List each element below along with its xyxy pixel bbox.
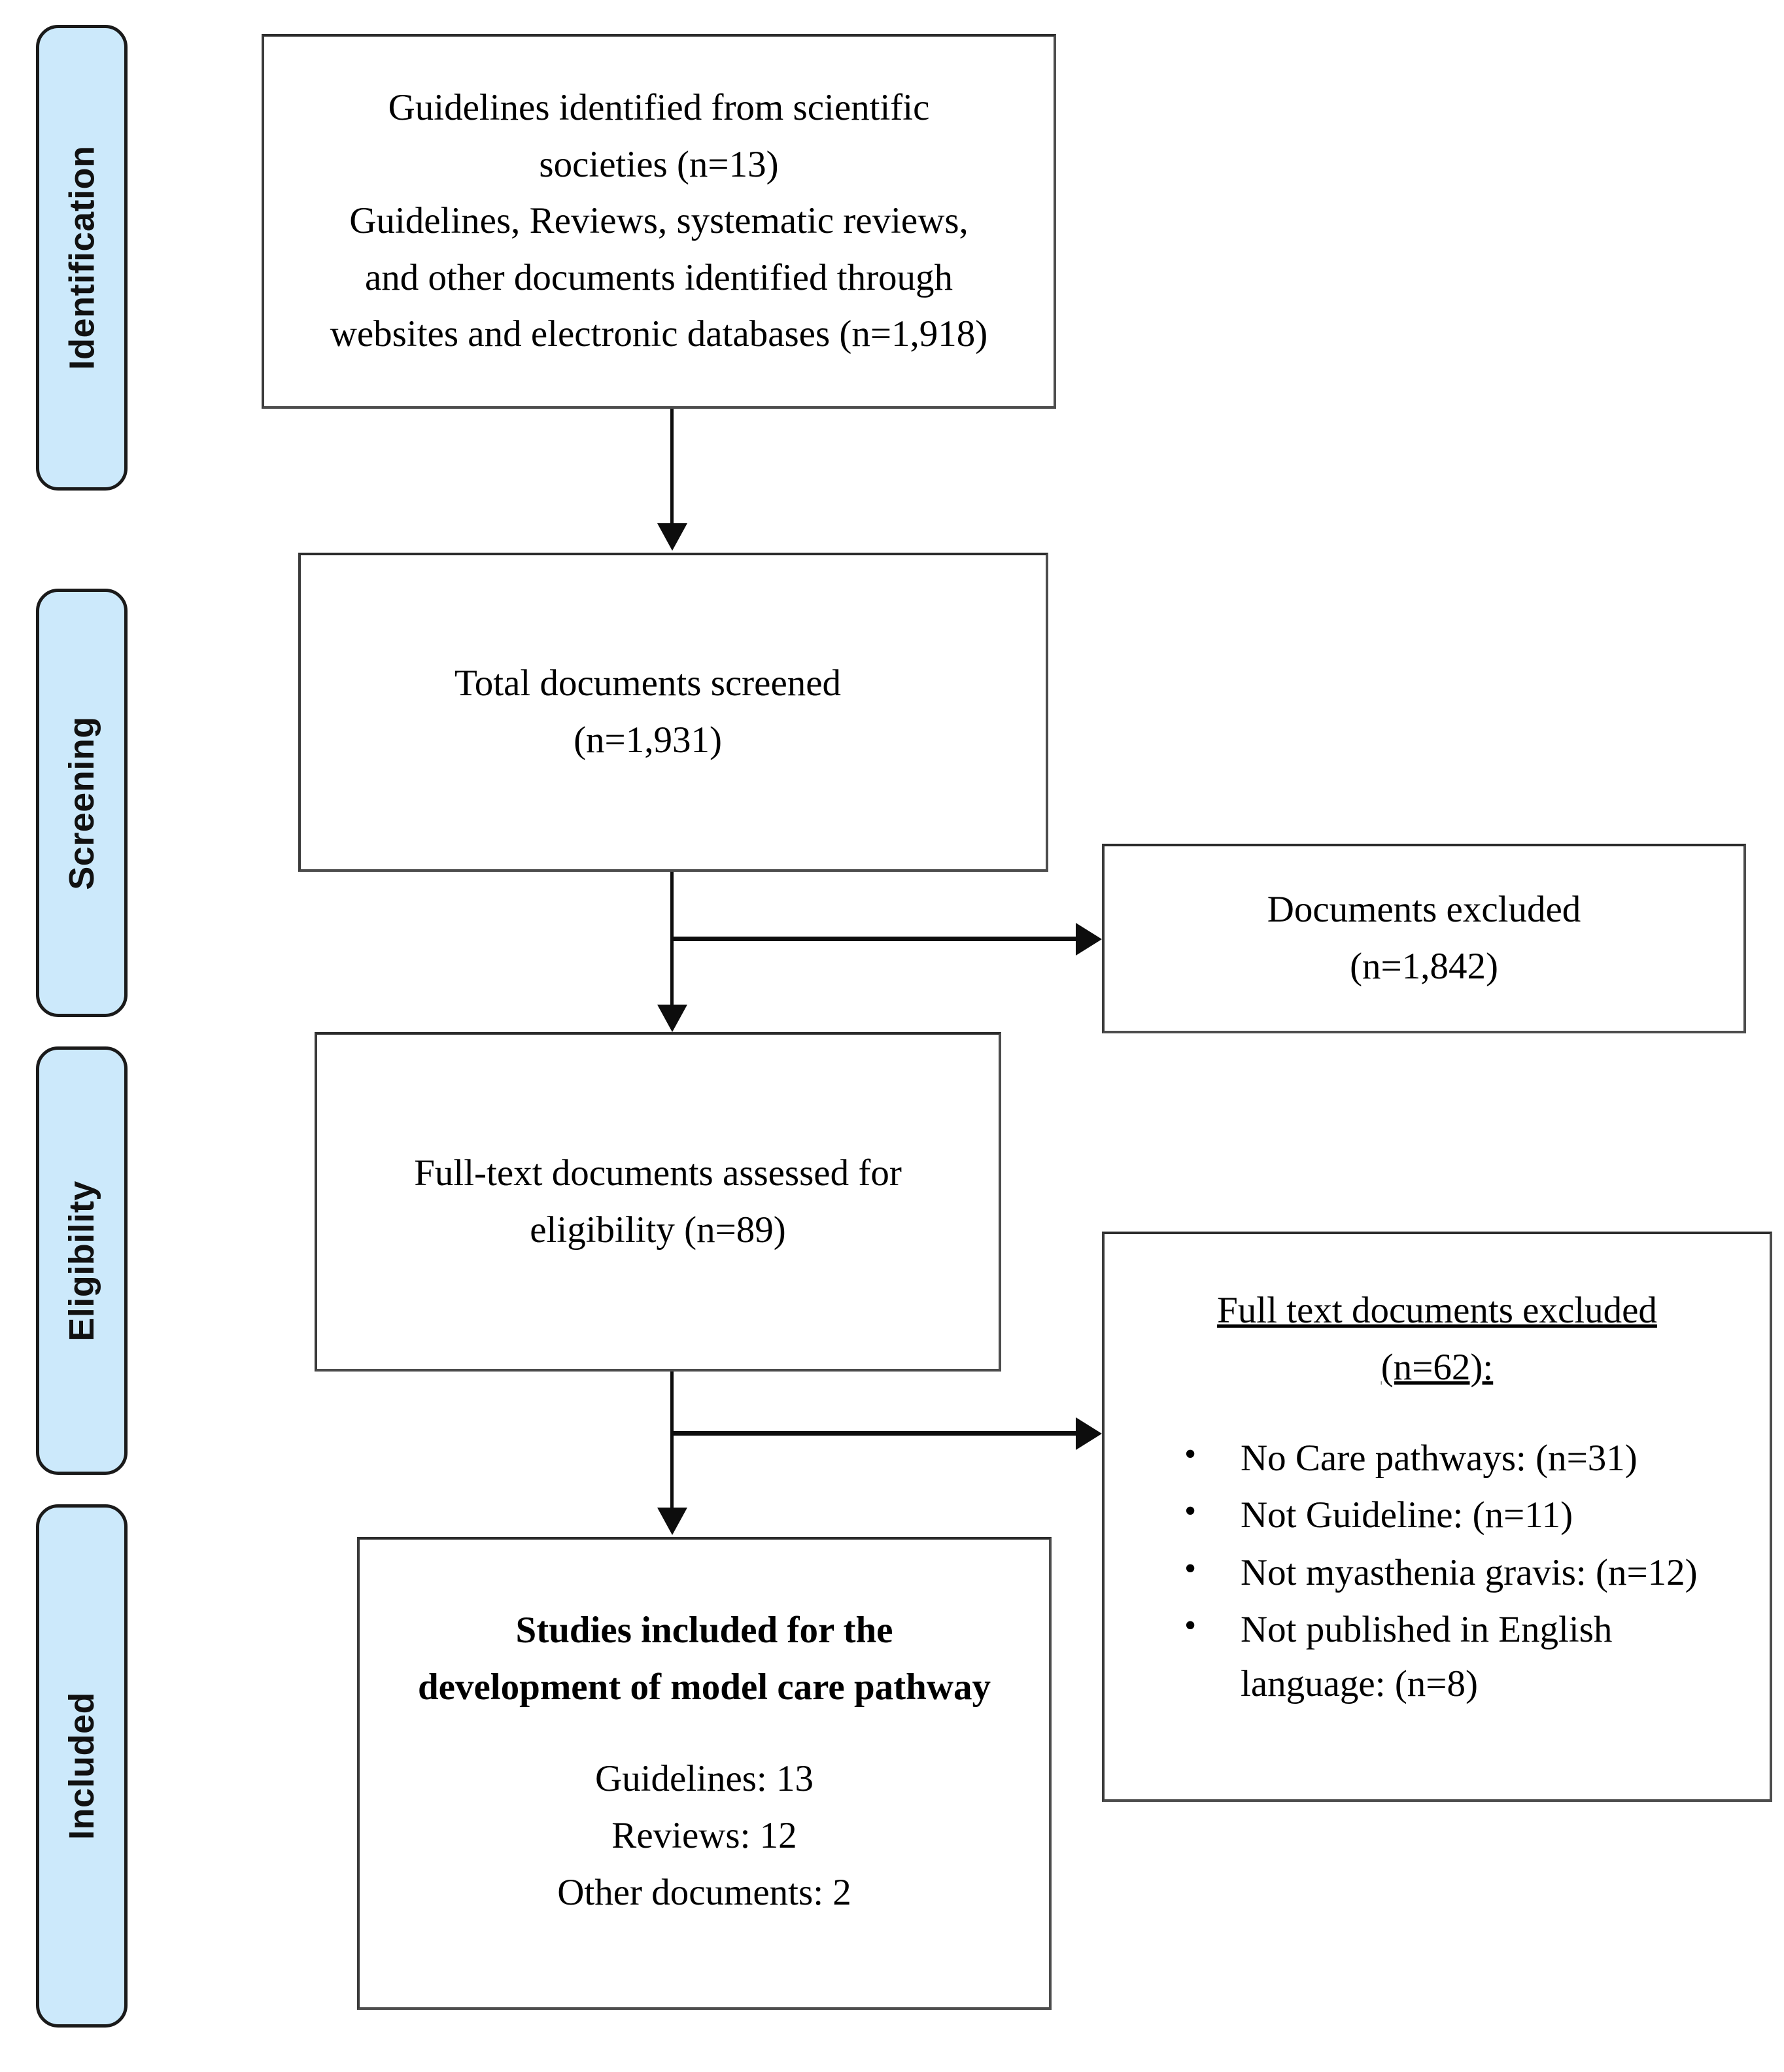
connector-screened-to-documents-excluded bbox=[670, 937, 1076, 941]
box-total-documents-screened: Total documents screened (n=1,931) bbox=[298, 553, 1048, 872]
identification-line-4: and other documents identified through bbox=[364, 256, 953, 298]
stage-tab-eligibility-label: Eligibility bbox=[62, 1180, 101, 1341]
stage-tab-identification-label: Identification bbox=[62, 145, 101, 370]
arrowhead-screened-to-fulltext bbox=[657, 1005, 687, 1032]
box-studies-included: Studies included for the development of … bbox=[357, 1537, 1052, 2010]
fulltext-excluded-heading-line-2: (n=62): bbox=[1381, 1346, 1494, 1388]
list-item: Not published in English language: (n=8) bbox=[1178, 1601, 1757, 1711]
screened-line-1: Total documents screened bbox=[454, 663, 842, 704]
identification-line-3: Guidelines, Reviews, systematic reviews, bbox=[349, 200, 969, 242]
documents-excluded-line-1: Documents excluded bbox=[1267, 889, 1581, 931]
connector-fulltext-to-fulltext-excluded bbox=[670, 1431, 1076, 1436]
identification-line-1: Guidelines identified from scientific bbox=[388, 86, 930, 128]
included-count-guidelines: Guidelines: 13 bbox=[594, 1758, 814, 1800]
arrowhead-fulltext-to-included bbox=[657, 1508, 687, 1535]
fulltext-assessed-line-2: eligibility (n=89) bbox=[530, 1209, 786, 1251]
box-documents-excluded: Documents excluded (n=1,842) bbox=[1102, 844, 1746, 1033]
stage-tab-screening: Screening bbox=[36, 589, 128, 1017]
arrowhead-screened-to-documents-excluded bbox=[1076, 923, 1102, 956]
fulltext-excluded-heading-line-1: Full text documents excluded bbox=[1217, 1290, 1657, 1331]
included-count-reviews: Reviews: 12 bbox=[611, 1814, 797, 1856]
box-fulltext-assessed: Full-text documents assessed for eligibi… bbox=[315, 1032, 1001, 1372]
fulltext-assessed-line-1: Full-text documents assessed for bbox=[414, 1152, 902, 1194]
identification-line-5: websites and electronic databases (n=1,9… bbox=[330, 313, 988, 355]
list-item: Not Guideline: (n=11) bbox=[1178, 1487, 1757, 1542]
connector-identification-to-screened bbox=[670, 409, 674, 525]
list-item: Not myasthenia gravis: (n=12) bbox=[1178, 1544, 1757, 1600]
stage-tab-eligibility: Eligibility bbox=[36, 1046, 128, 1475]
stage-tab-identification: Identification bbox=[36, 25, 128, 491]
stage-tab-included-label: Included bbox=[62, 1691, 102, 1840]
box-fulltext-excluded: Full text documents excluded (n=62): No … bbox=[1102, 1232, 1772, 1802]
included-count-other-documents: Other documents: 2 bbox=[557, 1871, 851, 1913]
screened-line-2: (n=1,931) bbox=[574, 719, 722, 761]
identification-line-2: societies (n=13) bbox=[539, 143, 779, 185]
included-heading-line-2: development of model care pathway bbox=[417, 1666, 991, 1708]
documents-excluded-line-2: (n=1,842) bbox=[1350, 946, 1498, 987]
stage-tab-screening-label: Screening bbox=[62, 716, 101, 890]
stage-tab-included: Included bbox=[36, 1504, 128, 2028]
arrowhead-identification-to-screened bbox=[657, 523, 687, 551]
included-heading-line-1: Studies included for the bbox=[515, 1610, 893, 1651]
box-identification: Guidelines identified from scientific so… bbox=[262, 34, 1056, 409]
fulltext-excluded-reason-list: No Care pathways: (n=31) Not Guideline: … bbox=[1105, 1430, 1770, 1714]
arrowhead-fulltext-to-fulltext-excluded bbox=[1076, 1417, 1102, 1450]
list-item: No Care pathways: (n=31) bbox=[1178, 1430, 1757, 1485]
connector-fulltext-to-included bbox=[670, 1372, 674, 1510]
